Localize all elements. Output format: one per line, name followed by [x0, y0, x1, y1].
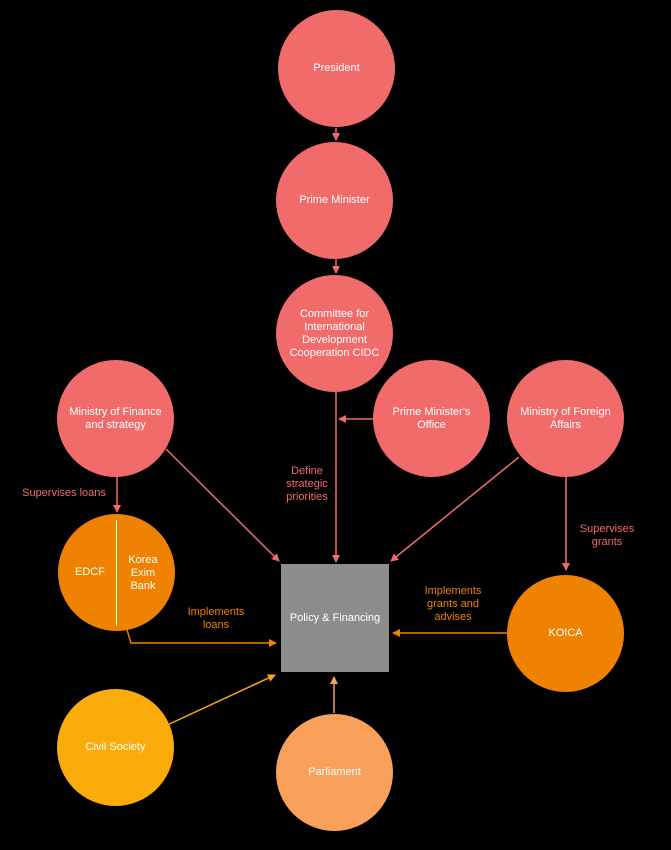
- edcf-divider: [116, 520, 117, 626]
- parliament-label: Parliament: [308, 766, 361, 778]
- ministry-finance-label: Ministry of Finance and strategy: [69, 405, 162, 431]
- ministry-foreign-node: Ministry of Foreign Affairs: [507, 360, 624, 477]
- civil-society-label: Civil Society: [85, 741, 146, 753]
- define-priorities-label: Define strategic priorities: [286, 465, 328, 503]
- arrow-mof-to-policy: [165, 448, 280, 562]
- ministry-finance-node: Ministry of Finance and strategy: [57, 360, 174, 477]
- prime-minister-node: Prime Minister: [276, 142, 393, 259]
- arrow-mofa-to-policy: [390, 456, 520, 562]
- supervises-loans-label: Supervises loans: [22, 487, 106, 499]
- pm-office-label: Prime Minister's Office: [392, 405, 471, 431]
- arrow-civil-to-policy: [149, 674, 276, 734]
- policy-financing-label: Policy & Financing: [289, 612, 381, 624]
- koica-node: KOICA: [507, 575, 624, 692]
- implements-grants-label: Implements grants and advises: [424, 585, 482, 623]
- korea-exim-label: Korea Exim Bank: [128, 554, 158, 592]
- arrow-edcf-to-policy: [126, 629, 277, 647]
- cidc-label: Committee for International Development …: [289, 307, 380, 359]
- supervises-grants-label: Supervises grants: [579, 523, 635, 548]
- koica-label: KOICA: [548, 627, 583, 639]
- cidc-node: Committee for International Development …: [276, 275, 393, 392]
- prime-minister-label: Prime Minister: [299, 194, 370, 206]
- policy-financing-box: Policy & Financing: [281, 564, 389, 672]
- pm-office-node: Prime Minister's Office: [373, 360, 490, 477]
- parliament-node: Parliament: [276, 714, 393, 831]
- ministry-foreign-label: Ministry of Foreign Affairs: [520, 405, 611, 431]
- president-node: President: [278, 10, 395, 127]
- civil-society-node: Civil Society: [57, 689, 174, 806]
- implements-loans-label: Implements loans: [187, 606, 245, 631]
- edcf-label: EDCF: [75, 566, 105, 578]
- president-label: President: [313, 62, 360, 74]
